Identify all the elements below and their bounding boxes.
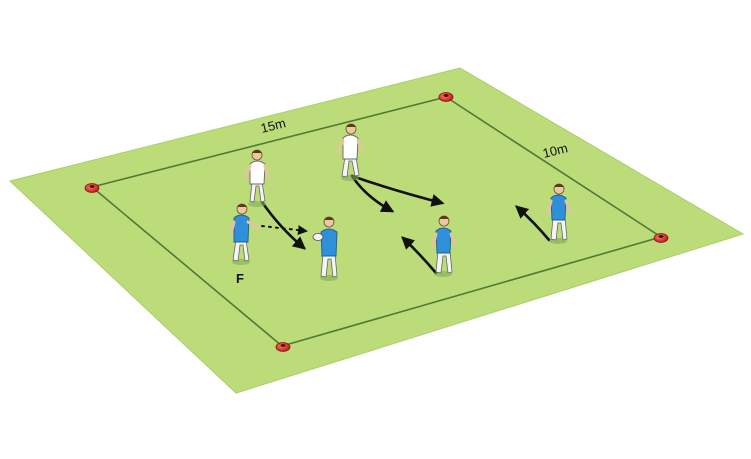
player-feeder-f (229, 203, 260, 265)
player-attacker-centre (431, 215, 457, 277)
arrow-defender-centre-run-b (350, 174, 445, 207)
feeder-label: F (236, 271, 244, 286)
length-label: 15m (259, 115, 287, 136)
pass-line (261, 225, 308, 236)
arrow-attacker-right-run (515, 205, 551, 242)
player-ball-carrier (312, 216, 338, 281)
cone-front-left (275, 342, 291, 352)
arrow-attacker-centre-run (401, 236, 438, 275)
grass-field (8, 67, 745, 394)
cone-back-right (438, 92, 454, 102)
cone-front-right (653, 233, 669, 243)
width-label: 10m (541, 140, 569, 161)
rugby-ball (312, 233, 324, 241)
player-attacker-right (546, 183, 572, 244)
player-defender-centre (336, 123, 365, 181)
arrow-defender-left-run (260, 200, 306, 250)
cone-back-left (84, 183, 100, 193)
player-defender-left (244, 149, 270, 207)
